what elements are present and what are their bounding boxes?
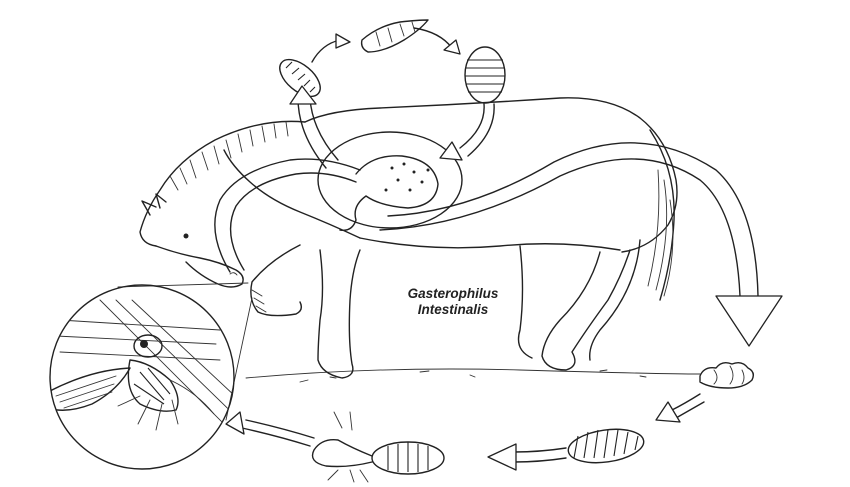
species-title-line2: Intestinalis: [388, 302, 518, 318]
ground: [246, 369, 700, 382]
magnified-inset: [48, 285, 250, 469]
emerging-adult-fly: [313, 412, 445, 482]
horse-illustration: [140, 98, 677, 378]
puparium-arrow: [488, 444, 566, 470]
larva-stage-3: [465, 47, 505, 103]
species-title-line1: Gasterophilus: [388, 286, 518, 302]
pupa-on-ground: [700, 363, 753, 388]
ingestion-arrow: [215, 159, 360, 272]
species-title: Gasterophilus Intestinalis: [388, 286, 518, 318]
stomach-contents-dots: [385, 163, 430, 192]
larva-cycle-arrows: [290, 28, 494, 168]
larva-stage-2: [362, 20, 428, 52]
egg-laying-site: [252, 290, 266, 312]
puparium: [566, 425, 646, 467]
ground-arrow-to-pupa: [656, 394, 704, 422]
fly-to-lens-arrow: [226, 412, 314, 446]
